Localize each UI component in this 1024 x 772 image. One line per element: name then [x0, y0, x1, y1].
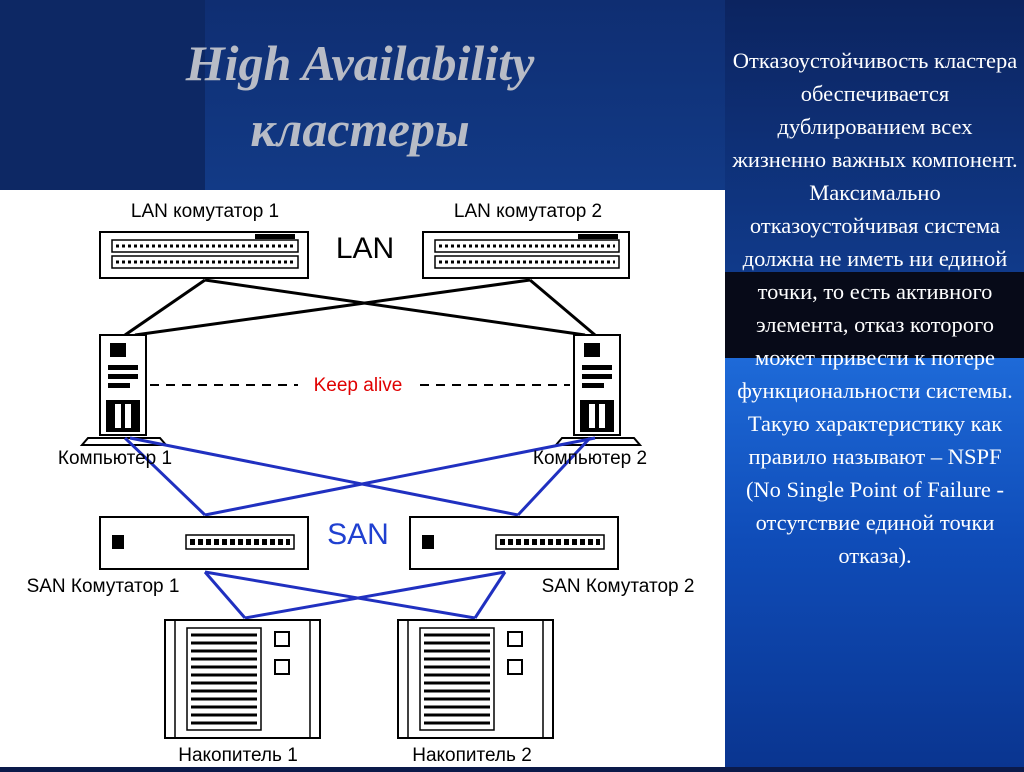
computer-2: [553, 334, 643, 446]
storage-2: [397, 619, 554, 739]
background-band: [725, 358, 1024, 767]
san-switch-2: [409, 516, 619, 570]
san-switch-1: [99, 516, 309, 570]
lan-links: [124, 278, 596, 337]
storage-1: [164, 619, 321, 739]
lan-switch-2: [422, 231, 630, 279]
storage-2-label: Накопитель 2: [412, 745, 532, 766]
lan-switch-1: [99, 231, 309, 279]
title-line-2: кластеры: [250, 101, 470, 157]
cluster-diagram: LAN комутатор 1 LAN комутатор 2 LAN: [0, 190, 725, 767]
title-line-1: High Availability: [185, 35, 535, 91]
slide-title: High Availability кластеры: [60, 30, 660, 162]
background-band: [205, 0, 725, 190]
background-band: [725, 272, 1024, 358]
san-label: SAN: [327, 518, 389, 551]
san-links: [123, 436, 596, 620]
description-text: Отказоустойчивость кластера обеспечивает…: [732, 48, 1018, 568]
lan-switch-1-label: LAN комутатор 1: [131, 201, 279, 222]
computer-2-label: Компьютер 2: [533, 448, 647, 469]
lan-switch-2-label: LAN комутатор 2: [454, 201, 602, 222]
lan-label: LAN: [336, 232, 394, 265]
keep-alive-label: Keep alive: [314, 375, 403, 396]
cluster-diagram-svg: LAN комутатор 1 LAN комутатор 2 LAN: [27, 201, 695, 766]
background-band: [725, 0, 1024, 272]
computer-1-label: Компьютер 1: [58, 448, 172, 469]
computer-1: [79, 334, 169, 446]
san-switch-2-label: SAN Комутатор 2: [542, 576, 695, 597]
background-band: [0, 0, 205, 190]
storage-1-label: Накопитель 1: [178, 745, 298, 766]
san-switch-1-label: SAN Комутатор 1: [27, 576, 180, 597]
